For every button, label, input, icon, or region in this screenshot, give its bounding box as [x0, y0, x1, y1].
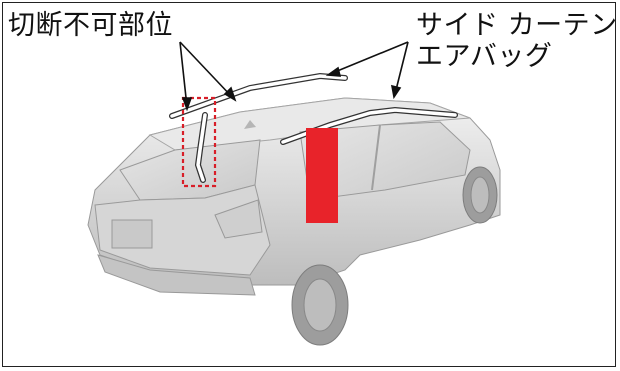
cut-prohibited-label: 切断不可部位 — [8, 10, 173, 41]
side-curtain-airbag-label-line2: エアバッグ — [416, 41, 553, 72]
cut-prohibited-dashed-box — [181, 96, 217, 188]
side-curtain-airbag-label-line1: サイド カーテン — [416, 10, 618, 41]
diagram-frame — [2, 2, 616, 367]
red-highlight-region — [306, 128, 338, 223]
callout-lines — [179, 41, 409, 112]
inflator-component — [194, 112, 208, 183]
